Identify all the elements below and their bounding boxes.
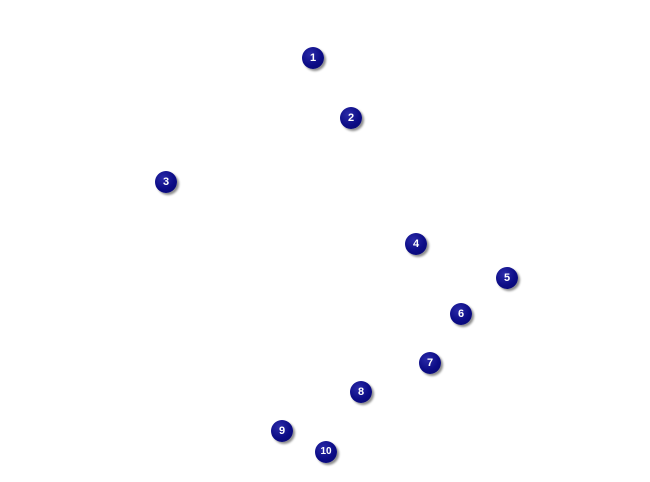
marker-label: 6 (457, 307, 465, 320)
numbered-marker-6[interactable]: 6 (450, 303, 472, 325)
marker-label: 7 (426, 356, 434, 369)
numbered-marker-9[interactable]: 9 (271, 420, 293, 442)
numbered-marker-5[interactable]: 5 (496, 267, 518, 289)
numbered-marker-10[interactable]: 10 (315, 441, 337, 463)
numbered-marker-8[interactable]: 8 (350, 381, 372, 403)
marker-label: 5 (503, 271, 511, 284)
marker-label: 10 (320, 446, 332, 457)
marker-label: 2 (347, 111, 355, 124)
numbered-marker-2[interactable]: 2 (340, 107, 362, 129)
marker-label: 1 (309, 51, 317, 64)
marker-label: 9 (278, 424, 286, 437)
numbered-marker-3[interactable]: 3 (155, 171, 177, 193)
marker-label: 8 (357, 385, 365, 398)
numbered-marker-7[interactable]: 7 (419, 352, 441, 374)
marker-label: 4 (412, 237, 420, 250)
numbered-marker-4[interactable]: 4 (405, 233, 427, 255)
numbered-marker-1[interactable]: 1 (302, 47, 324, 69)
marker-label: 3 (162, 175, 170, 188)
